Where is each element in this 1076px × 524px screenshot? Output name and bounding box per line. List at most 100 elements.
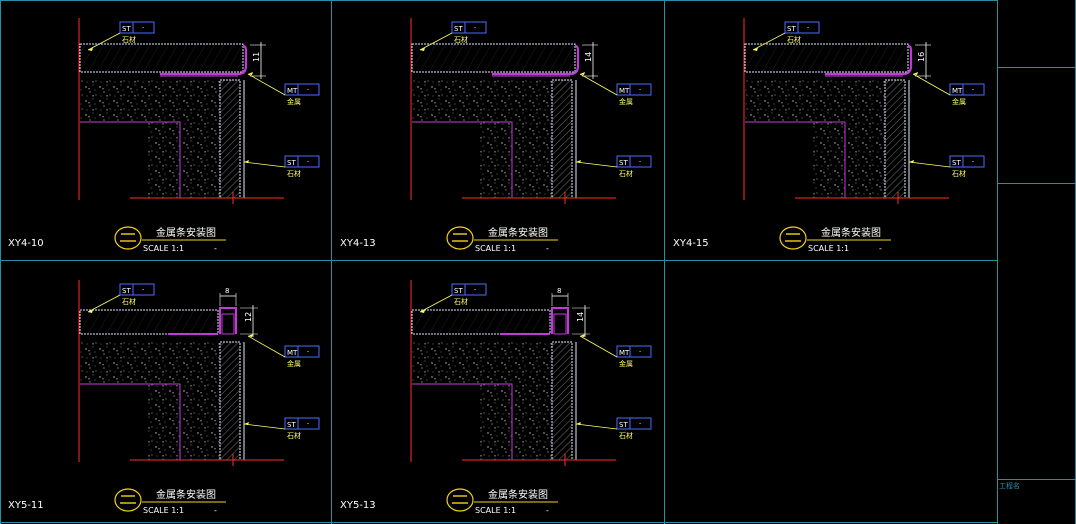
tag-code: ST bbox=[287, 421, 296, 429]
wall-panel bbox=[884, 79, 906, 199]
tag-box bbox=[616, 345, 652, 358]
tag-leader bbox=[575, 161, 618, 168]
tag-box bbox=[949, 83, 985, 96]
tag-box bbox=[119, 21, 155, 34]
material-tag: MT-金属 bbox=[247, 334, 320, 368]
stone-slab bbox=[411, 309, 551, 335]
section-marker bbox=[114, 226, 142, 250]
leader-arrow bbox=[580, 72, 585, 75]
material-tag: MT-金属 bbox=[579, 334, 652, 368]
tag-box bbox=[451, 283, 487, 296]
tag-label: 石材 bbox=[454, 35, 468, 44]
channel-inner bbox=[221, 313, 235, 335]
section-marker bbox=[114, 488, 142, 512]
tag-code: ST bbox=[787, 25, 796, 33]
leader-arrow bbox=[248, 72, 253, 75]
tag-box bbox=[949, 155, 985, 168]
scale-text: SCALE 1:1 bbox=[143, 506, 184, 515]
tag-box bbox=[119, 283, 155, 296]
scale-dash: - bbox=[546, 244, 549, 253]
tag-leader bbox=[247, 335, 286, 358]
tag-label: 石材 bbox=[952, 169, 966, 178]
wall-panel bbox=[219, 79, 241, 199]
substrate-block bbox=[80, 342, 220, 460]
tag-label: 石材 bbox=[122, 35, 136, 44]
leader-arrow bbox=[753, 48, 758, 51]
material-tag: MT-金属 bbox=[579, 72, 652, 106]
inner-boundary bbox=[80, 383, 181, 460]
material-tag: ST-石材 bbox=[419, 21, 487, 51]
wall-panel bbox=[219, 341, 241, 461]
tag-code: ST bbox=[454, 25, 463, 33]
tag-code: MT bbox=[287, 87, 298, 95]
tag-leader bbox=[908, 161, 951, 168]
tag-label: 石材 bbox=[122, 297, 136, 306]
tag-leader bbox=[912, 73, 951, 96]
tag-leader bbox=[419, 294, 453, 313]
tag-box bbox=[451, 21, 487, 34]
tag-box bbox=[284, 345, 320, 358]
scale-dash: - bbox=[214, 506, 217, 515]
leader-arrow bbox=[576, 422, 581, 425]
tag-dot: - bbox=[639, 86, 641, 93]
material-tag: MT-金属 bbox=[912, 72, 985, 106]
material-tag: ST-石材 bbox=[908, 155, 985, 178]
leader-arrow bbox=[88, 48, 93, 51]
tag-box bbox=[284, 155, 320, 168]
scale-dash: - bbox=[214, 244, 217, 253]
tag-code: ST bbox=[122, 25, 131, 33]
tag-code: ST bbox=[454, 287, 463, 295]
tag-label: 石材 bbox=[619, 431, 633, 440]
tag-code: ST bbox=[287, 159, 296, 167]
stone-slab bbox=[411, 43, 576, 73]
material-tag: ST-石材 bbox=[87, 21, 155, 51]
inner-boundary bbox=[412, 121, 513, 198]
tag-dot: - bbox=[639, 158, 641, 165]
tag-code: MT bbox=[952, 87, 963, 95]
panel-code: XY5-11 bbox=[8, 500, 44, 511]
inner-boundary bbox=[745, 121, 846, 198]
substrate-block bbox=[80, 80, 220, 198]
tag-leader bbox=[247, 73, 286, 96]
scale-dash: - bbox=[546, 506, 549, 515]
leader-arrow bbox=[420, 48, 425, 51]
tag-label: 金属 bbox=[287, 97, 301, 106]
tag-label: 金属 bbox=[952, 97, 966, 106]
panel-code: XY5-13 bbox=[340, 500, 376, 511]
substrate-block bbox=[412, 80, 552, 198]
tag-dot: - bbox=[639, 348, 641, 355]
scale-text: SCALE 1:1 bbox=[808, 244, 849, 253]
material-tag: MT-金属 bbox=[247, 72, 320, 106]
stone-slab bbox=[79, 309, 219, 335]
tag-leader bbox=[579, 73, 618, 96]
tag-dot: - bbox=[142, 286, 144, 293]
tag-label: 石材 bbox=[287, 169, 301, 178]
tag-box bbox=[284, 417, 320, 430]
panel-code: XY4-13 bbox=[340, 238, 376, 249]
leader-arrow bbox=[913, 72, 918, 75]
section-marker bbox=[446, 226, 474, 250]
tag-leader bbox=[87, 32, 121, 51]
leader-arrow bbox=[580, 334, 585, 337]
tag-code: ST bbox=[122, 287, 131, 295]
dim-width-value: 8 bbox=[557, 287, 561, 295]
tag-dot: - bbox=[307, 348, 309, 355]
material-tag: ST-石材 bbox=[575, 155, 652, 178]
tag-dot: - bbox=[972, 158, 974, 165]
tag-code: MT bbox=[287, 349, 298, 357]
tag-leader bbox=[243, 423, 286, 430]
tag-box bbox=[784, 21, 820, 34]
detail-title-text: 金属条安装图 bbox=[488, 488, 548, 501]
tag-box bbox=[284, 83, 320, 96]
